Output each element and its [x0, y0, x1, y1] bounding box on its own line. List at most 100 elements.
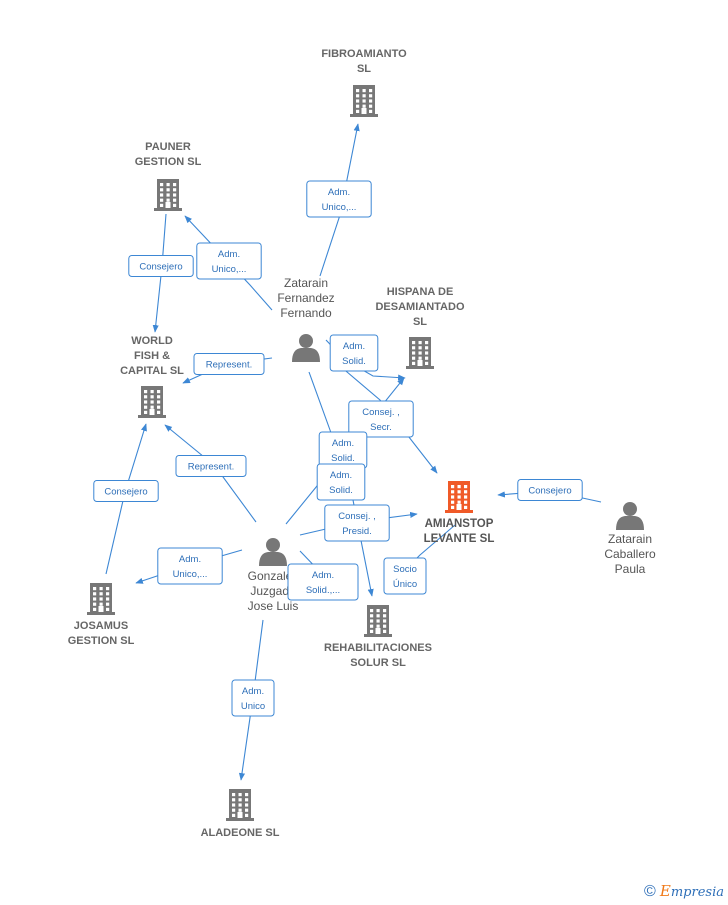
edge-label-box-e2[interactable]: Adm. Unico,... [196, 242, 262, 280]
node-label-zatarain_paula: Caballero [604, 547, 656, 561]
edge-label-text: Adm. [218, 249, 240, 260]
edge-label-box-e12[interactable]: Consejero [93, 480, 159, 502]
edge-label-text: Adm. [343, 341, 365, 352]
edge-label-box-e9[interactable]: Consej. , Presid. [324, 504, 390, 542]
edge-label-text: Consejero [104, 487, 147, 498]
copyright-icon: © [643, 883, 656, 900]
edge-label-frame [324, 504, 390, 542]
edge-label-frame [93, 480, 159, 502]
node-aladeone[interactable]: ALADEONE SL [201, 789, 280, 839]
edge-label-frame [383, 557, 427, 595]
node-label-world_fish: FISH & [134, 350, 170, 362]
edge-label-frame [316, 463, 366, 501]
node-label-hispana: HISPANA DE [387, 286, 454, 298]
edge-label-frame [348, 400, 414, 438]
person-icon[interactable] [259, 538, 287, 566]
edge-zatarain_fernando-to-amianstop [339, 365, 438, 474]
node-label-zatarain_fernando: Fernandez [277, 291, 334, 305]
edge-label-text: Secr. [370, 422, 392, 433]
node-label-zatarain_fernando: Fernando [280, 306, 332, 320]
edge-label-box-e4[interactable]: Represent. [193, 353, 265, 375]
node-label-zatarain_fernando: Zatarain [284, 276, 328, 290]
edge-label-text: Socio [393, 564, 417, 575]
edge-label-frame [193, 353, 265, 375]
edge-label-box-e6[interactable]: Consej. ,Secr. [348, 400, 414, 438]
node-label-zatarain_paula: Paula [615, 562, 646, 576]
node-label-gonzalez: Juzgado [250, 584, 296, 598]
node-label-world_fish: CAPITAL SL [120, 365, 184, 377]
node-world_fish[interactable]: WORLD FISH & CAPITAL SL [120, 335, 184, 418]
edge-label-text: Solid. [331, 453, 355, 464]
edge-label-text: Adm. [242, 686, 264, 697]
building-icon[interactable] [406, 337, 434, 369]
edge-label-box-e3[interactable]: Consejero [128, 255, 194, 277]
edge-label-text: Presid. [342, 526, 372, 537]
node-label-rehabilitaciones: SOLUR SL [350, 657, 406, 669]
node-label-rehabilitaciones: REHABILITACIONES [324, 642, 432, 654]
edge-label-frame [157, 547, 223, 585]
edge-label-text: Consej. , [338, 511, 376, 522]
edge-label-text: Único [393, 579, 417, 590]
edge-label-text: Unico,... [212, 264, 247, 275]
edge-label-frame [287, 563, 359, 601]
node-fibroamianto[interactable]: FIBROAMIANTO SL [321, 48, 407, 117]
edge-label-text: Adm. [312, 570, 334, 581]
edge-label-box-e5[interactable]: Adm.Solid. [329, 334, 379, 372]
edge-label-text: Solid.,... [306, 585, 340, 596]
brand-initial: E [659, 882, 671, 900]
node-label-amianstop: AMIANSTOP [425, 518, 494, 530]
edge-label-box-e10[interactable]: Consejero [517, 479, 583, 501]
building-icon[interactable] [445, 481, 473, 513]
edge-label-box-e14[interactable]: Adm. Solid.,... [287, 563, 359, 601]
building-icon[interactable] [364, 605, 392, 637]
node-label-gonzalez: Gonzalez [248, 569, 299, 583]
edge-label-text: Adm. [328, 187, 350, 198]
edge-label-box-e1[interactable]: Adm. Unico,... [306, 180, 372, 218]
edge-label-frame [329, 334, 379, 372]
node-label-gonzalez: Jose Luis [248, 599, 299, 613]
edge-label-frame [517, 479, 583, 501]
edge-label-text: Consejero [528, 486, 571, 497]
edge-label-box-e7[interactable]: Adm. Solid. [318, 431, 368, 469]
node-label-aladeone: ALADEONE SL [201, 827, 280, 839]
edge-label-frame [128, 255, 194, 277]
node-rehabilitaciones[interactable]: REHABILITACIONES SOLUR SL [324, 605, 432, 669]
node-amianstop[interactable]: AMIANSTOP LEVANTE SL [424, 481, 495, 545]
edge-label-text: Unico [241, 701, 265, 712]
node-label-amianstop: LEVANTE SL [424, 533, 495, 545]
node-label-josamus: GESTION SL [68, 635, 135, 647]
node-label-hispana: DESAMIANTADO [375, 301, 464, 313]
person-icon[interactable] [292, 334, 320, 362]
node-label-fibroamianto: FIBROAMIANTO [321, 48, 407, 60]
edge-label-box-e8[interactable]: Adm.Solid. [316, 463, 366, 501]
building-icon[interactable] [87, 583, 115, 615]
edge-label-box-e16[interactable]: Adm. Unico [231, 679, 275, 717]
edge-label-text: Adm. [332, 438, 354, 449]
node-label-world_fish: WORLD [131, 335, 173, 347]
node-label-josamus: JOSAMUS [74, 620, 128, 632]
edge-label-text: Consejero [139, 262, 182, 273]
building-icon[interactable] [154, 179, 182, 211]
edge-label-box-e13[interactable]: Adm.Unico,... [157, 547, 223, 585]
edge-label-text: Represent. [206, 360, 252, 371]
edge-label-text: Unico,... [322, 202, 357, 213]
building-icon[interactable] [226, 789, 254, 821]
edge-label-frame [196, 242, 262, 280]
edge-label-text: Unico,... [173, 569, 208, 580]
person-icon[interactable] [616, 502, 644, 530]
edge-label-frame [175, 455, 247, 477]
building-icon[interactable] [138, 386, 166, 418]
node-label-fibroamianto: SL [357, 63, 371, 75]
building-icon[interactable] [350, 85, 378, 117]
node-label-pauner: PAUNER [145, 141, 191, 153]
node-josamus[interactable]: JOSAMUS GESTION SL [68, 583, 135, 647]
node-label-zatarain_paula: Zatarain [608, 532, 652, 546]
edge-label-box-e11[interactable]: Represent. [175, 455, 247, 477]
